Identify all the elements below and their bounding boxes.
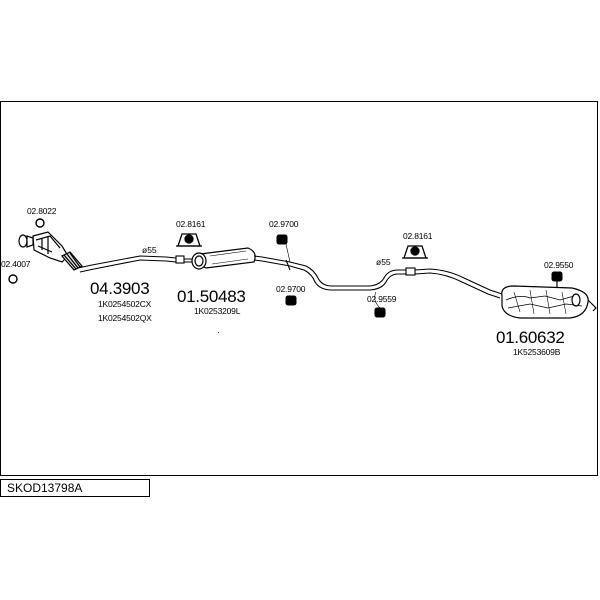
- oe-number: 1K0254502QX: [98, 313, 152, 323]
- part-number-gasket-front: 02.8022: [27, 206, 57, 216]
- part-number-catalyst: 04.3903: [90, 279, 150, 298]
- pipe-diameter-label: ø55: [142, 245, 157, 255]
- front-pipe-icon: [77, 255, 192, 273]
- intermediate-pipe-icon: [253, 255, 503, 299]
- rear-silencer-icon: [501, 285, 597, 319]
- part-number-hanger-4: 02.9550: [544, 260, 574, 270]
- middle-silencer-icon: [191, 247, 256, 270]
- part-number-hanger-3: 02.9559: [367, 294, 397, 304]
- leader-lines: [217, 243, 381, 334]
- flex-pipe-icon: [61, 251, 83, 271]
- catalyst-icon: [32, 231, 69, 263]
- part-number-hanger-1: 02.9700: [269, 219, 299, 229]
- part-number-hanger-2: 02.9700: [276, 284, 306, 294]
- oe-number: 1K5253609B: [513, 347, 561, 357]
- diagram-frame: [0, 101, 598, 476]
- diagram-code: SKOD13798A: [0, 479, 150, 497]
- part-number-middle-silencer: 01.50483: [177, 287, 246, 306]
- hanger-icon: [285, 295, 297, 306]
- oe-number: 1K0254502CX: [98, 299, 152, 309]
- hanger-icon: [551, 271, 563, 288]
- part-number-gasket-manifold: 02.4007: [1, 259, 31, 269]
- pipe-diameter-label: ø55: [376, 257, 391, 267]
- gasket-icon: [8, 274, 18, 284]
- gasket-icon: [35, 218, 45, 228]
- manifold-flange-icon: [18, 234, 34, 248]
- oe-number: 1K0253209L: [194, 306, 241, 316]
- part-number-rear-silencer: 01.60632: [496, 328, 565, 347]
- hanger-icon: [276, 234, 288, 245]
- part-number-clamp-1: 02.8161: [176, 219, 206, 229]
- clamp-icon: [402, 245, 428, 259]
- hanger-icon: [374, 307, 386, 318]
- part-number-clamp-2: 02.8161: [403, 231, 433, 241]
- clamp-icon: [176, 233, 202, 247]
